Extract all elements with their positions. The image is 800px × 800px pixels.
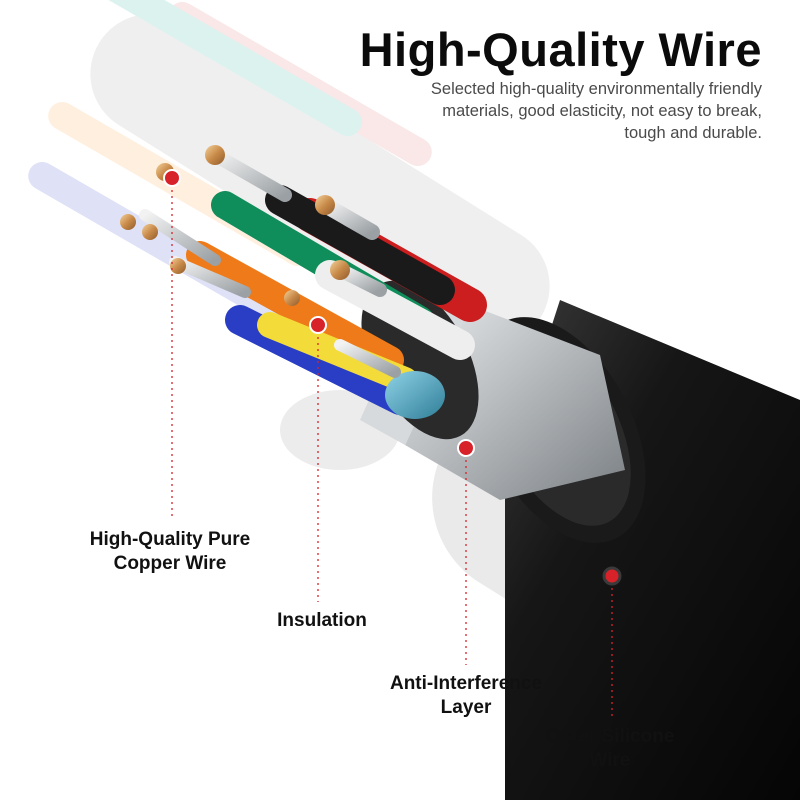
- page-title: High-Quality Wire: [359, 23, 762, 76]
- marker-dot-insulation: [309, 316, 327, 334]
- marker-dot-anti-interference: [457, 439, 475, 457]
- marker-dot-copper: [163, 169, 181, 187]
- leader-lines: [171, 178, 613, 718]
- callout-insulation: Insulation: [277, 609, 367, 633]
- callout-label: Insulation: [277, 610, 367, 631]
- marker-dots: [163, 169, 622, 586]
- page-subtitle: Selected high-quality environmentally fr…: [430, 80, 762, 142]
- marker-dot-outer: [602, 566, 622, 586]
- inner-cores: [186, 185, 487, 419]
- copper-conductors: [120, 145, 401, 378]
